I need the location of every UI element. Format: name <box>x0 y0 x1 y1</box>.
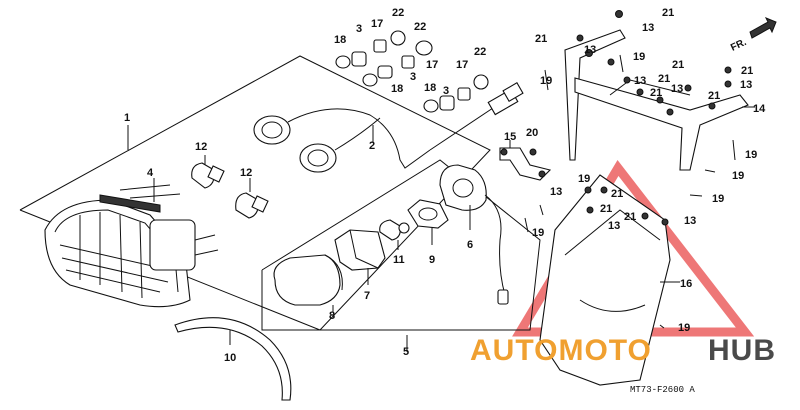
callout-13d: 13 <box>671 83 683 95</box>
callout-6: 6 <box>467 239 473 251</box>
callout-12a: 12 <box>195 141 207 153</box>
callout-21h: 21 <box>611 188 623 200</box>
watermark-part1: AUTOMOTO <box>470 334 652 367</box>
callout-17c: 17 <box>456 59 468 71</box>
socket-6 <box>439 164 509 305</box>
callout-13h: 13 <box>684 215 696 227</box>
callout-18c: 18 <box>424 82 436 94</box>
tail-light-housing <box>44 184 219 308</box>
callout-19e: 19 <box>745 149 757 161</box>
group-outline-1 <box>19 55 491 331</box>
callout-21i: 21 <box>600 203 612 215</box>
bulb-11 <box>379 219 410 241</box>
callout-3b: 3 <box>410 71 416 83</box>
callout-17a: 17 <box>371 18 383 30</box>
fasteners <box>524 10 736 329</box>
diagram-code: MT73-F2600 A <box>630 385 695 395</box>
callout-16: 16 <box>680 278 692 290</box>
leader-lines <box>127 106 755 352</box>
callout-21c: 21 <box>672 59 684 71</box>
callout-5: 5 <box>403 346 409 358</box>
front-direction-arrow <box>749 17 777 39</box>
callout-labels: 1 2 3 3 3 4 5 6 7 8 9 10 11 12 12 13 13 … <box>124 7 766 364</box>
rear-fender-16 <box>539 174 671 386</box>
lens-8 <box>273 254 343 306</box>
callout-14: 14 <box>753 103 766 115</box>
callout-12b: 12 <box>240 167 252 179</box>
callout-19g: 19 <box>712 193 724 205</box>
bulb-12-lower <box>235 192 269 219</box>
bracket-15 <box>499 147 552 181</box>
callout-21g: 21 <box>741 65 753 77</box>
callout-19c: 19 <box>532 227 544 239</box>
callout-3c: 3 <box>443 85 449 97</box>
callout-19f: 19 <box>732 170 744 182</box>
front-label: FR. <box>729 37 748 54</box>
callout-7: 7 <box>364 290 370 302</box>
reflector-7 <box>334 229 386 271</box>
callout-17b: 17 <box>426 59 438 71</box>
reflector-strip-10 <box>174 317 292 401</box>
callout-19a: 19 <box>633 51 645 63</box>
callout-13f: 13 <box>550 186 562 198</box>
callout-15: 15 <box>504 131 516 143</box>
callout-18b: 18 <box>391 83 403 95</box>
callout-19b: 19 <box>540 75 552 87</box>
callout-2: 2 <box>369 140 375 152</box>
callout-22c: 22 <box>474 46 486 58</box>
callout-19h: 19 <box>678 322 690 334</box>
callout-9: 9 <box>429 254 435 266</box>
callout-21e: 21 <box>650 87 662 99</box>
callout-21d: 21 <box>658 73 670 85</box>
callout-1: 1 <box>124 112 130 124</box>
callout-8: 8 <box>329 310 335 322</box>
callout-22a: 22 <box>392 7 404 19</box>
bulb-12-upper <box>191 162 225 189</box>
callout-11: 11 <box>393 254 405 266</box>
callout-10: 10 <box>224 352 236 364</box>
callout-13b: 13 <box>584 44 596 56</box>
callout-22b: 22 <box>414 21 426 33</box>
group-outline-5 <box>261 159 541 331</box>
callout-13e: 13 <box>740 79 752 91</box>
callout-18a: 18 <box>334 34 346 46</box>
callout-20: 20 <box>526 127 538 139</box>
gasket-9 <box>407 199 449 229</box>
callout-21a: 21 <box>662 7 674 19</box>
callout-21f: 21 <box>708 90 720 102</box>
callout-13a: 13 <box>642 22 654 34</box>
callout-21b: 21 <box>535 33 547 45</box>
callout-21j: 21 <box>624 211 636 223</box>
watermark-part2: HUB <box>708 334 776 367</box>
callout-13c: 13 <box>634 75 646 87</box>
callout-4: 4 <box>147 167 154 179</box>
callout-19d: 19 <box>578 173 590 185</box>
callout-3a: 3 <box>356 23 362 35</box>
callout-13g: 13 <box>608 220 620 232</box>
grommet-stack <box>335 30 489 113</box>
socket-harness-2 <box>253 82 524 173</box>
